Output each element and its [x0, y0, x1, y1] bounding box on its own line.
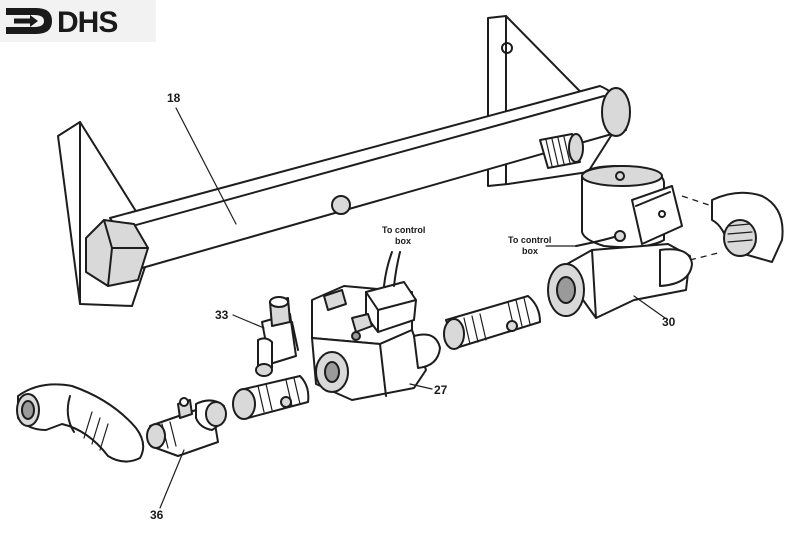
- gas-valve-outlet: [413, 333, 441, 369]
- part-label-36: 36: [150, 508, 164, 522]
- valve-outlet: [659, 248, 693, 287]
- leader-30: [633, 295, 666, 319]
- solenoid-valve-part-30: [547, 165, 693, 319]
- elbow-fitting-left: [16, 383, 145, 463]
- gas-valve-part-27: [311, 251, 441, 401]
- control-cable: [383, 251, 393, 287]
- pipe-nipple-center: [443, 295, 541, 350]
- part-label-30: 30: [662, 315, 676, 329]
- control-box-note-line1: To control: [508, 235, 551, 245]
- connection-dash: [689, 251, 723, 261]
- leader-33: [232, 314, 265, 329]
- control-box-note-line2: box: [522, 246, 538, 256]
- gas-cock-part-36: [146, 397, 227, 457]
- dhs-logo: DHS: [0, 0, 156, 42]
- part-label-27: 27: [434, 383, 448, 397]
- bracket-screw-hole: [501, 42, 513, 54]
- leader-27: [409, 383, 433, 390]
- pipe-nipple-left: [232, 375, 310, 420]
- elbow-fitting-right: [711, 191, 784, 263]
- arrow-bracket-logo-icon: [6, 8, 52, 34]
- regulator-part-33: [255, 296, 299, 377]
- leader-18: [175, 107, 237, 225]
- manifold-bracket-part-18: [57, 15, 631, 307]
- manifold-port: [331, 195, 351, 215]
- manifold-outlet-nipple: [539, 133, 584, 169]
- leader-36: [159, 449, 185, 509]
- part-label-18: 18: [167, 91, 181, 105]
- connection-dash: [681, 195, 713, 207]
- part-label-33: 33: [215, 308, 229, 322]
- manifold-end-nut: [85, 219, 149, 287]
- leader-lines: [159, 107, 666, 509]
- logo-text: DHS: [57, 6, 117, 39]
- control-box-note-line2: box: [395, 236, 411, 246]
- manifold-right-cap: [601, 87, 631, 137]
- control-box-note-line1: To control: [382, 225, 425, 235]
